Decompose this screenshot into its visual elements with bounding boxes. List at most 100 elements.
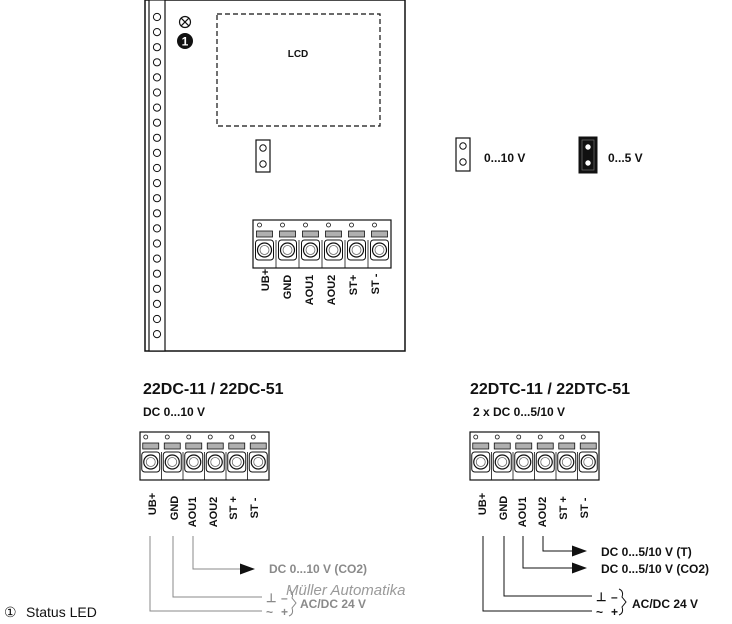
terminal-screw — [186, 454, 202, 470]
edge-hole — [152, 209, 162, 218]
terminal-screw — [325, 242, 342, 258]
terminal-release-bar — [249, 442, 267, 450]
left-minus-sign: – — [281, 591, 288, 605]
edge-hole — [152, 239, 162, 248]
watermark: Müller Automatika — [286, 582, 406, 599]
board-terminal-label: GND — [282, 275, 294, 300]
led-number-text: 1 — [182, 35, 189, 49]
terminal-release-bar — [206, 442, 224, 450]
right-supply-label: AC/DC 24 V — [632, 597, 698, 611]
left-diagram-title: 22DC-11 / 22DC-51 — [143, 381, 284, 398]
left-ac-symbol: ~ — [266, 605, 273, 619]
terminal-release-hole — [229, 434, 235, 440]
right-wiring-diagram: 22DTC-11 / 22DTC-51 2 x DC 0...5/10 V UB… — [469, 381, 709, 619]
terminal-release-hole — [143, 434, 149, 440]
terminal-screw-inner — [145, 457, 156, 467]
edge-hole — [152, 73, 162, 82]
edge-hole — [152, 27, 162, 37]
terminal-screw-inner — [210, 457, 221, 467]
terminal-screw-inner — [374, 245, 385, 255]
edge-hole — [152, 314, 162, 324]
left-terminal-label: AOU2 — [208, 497, 220, 528]
terminal-release-hole — [164, 434, 170, 440]
right-terminal-label: UB+ — [477, 493, 489, 515]
terminal-release-bar — [142, 442, 160, 450]
terminal-release-hole — [250, 434, 256, 440]
right-ac-symbol: ~ — [596, 605, 603, 619]
terminal-screw-inner — [259, 245, 270, 255]
terminal-screw — [143, 454, 159, 470]
terminal-release-hole — [537, 434, 543, 440]
left-supply-brace — [288, 589, 297, 617]
edge-hole — [152, 254, 162, 263]
edge-hole — [152, 299, 162, 308]
terminal-screw-inner — [540, 457, 551, 467]
edge-hole — [152, 194, 162, 203]
left-output-wire — [192, 536, 240, 570]
terminal-screw — [302, 242, 319, 258]
right-terminal-block — [469, 431, 600, 481]
terminal-screw — [473, 454, 489, 470]
left-supply-wires — [149, 536, 262, 612]
status-led-icon — [178, 15, 192, 29]
left-terminal-label: GND — [169, 496, 181, 521]
board-terminal-label: ST - — [370, 273, 382, 294]
left-terminal-block — [139, 431, 270, 481]
lcd-area — [216, 13, 381, 127]
terminal-release-bar — [472, 442, 490, 450]
terminal-screw-inner — [253, 457, 264, 467]
legend-marker: ① — [4, 604, 17, 620]
left-wiring-diagram: 22DC-11 / 22DC-51 DC 0...10 V UB+ GND AO… — [139, 381, 367, 619]
terminal-screw-inner — [561, 457, 572, 467]
terminal-release-hole — [349, 222, 354, 228]
right-output-wires — [522, 536, 572, 569]
right-terminal-label: AOU1 — [517, 497, 529, 528]
terminal-release-bar — [558, 442, 576, 450]
terminal-release-bar — [256, 230, 273, 238]
terminal-release-hole — [372, 222, 377, 228]
left-output-label: DC 0...10 V (CO2) — [269, 562, 367, 576]
terminal-screw-inner — [328, 245, 339, 255]
terminal-screw — [537, 454, 553, 470]
terminal-screw — [164, 454, 180, 470]
terminal-screw-inner — [282, 245, 293, 255]
edge-hole — [152, 58, 162, 67]
right-supply-wires — [482, 536, 592, 612]
terminal-release-hole — [473, 434, 479, 440]
terminal-screw — [494, 454, 510, 470]
edge-hole — [152, 284, 162, 293]
right-output-arrow-icon — [572, 545, 587, 557]
right-output-arrow-icon — [572, 562, 587, 574]
edge-hole — [152, 88, 162, 97]
terminal-release-bar — [228, 442, 246, 450]
terminal-screw — [279, 242, 296, 258]
terminal-screw — [580, 454, 596, 470]
right-terminal-label: AOU2 — [537, 497, 549, 528]
terminal-screw — [250, 454, 266, 470]
terminal-release-bar — [371, 230, 388, 238]
left-terminal-label: UB+ — [147, 493, 159, 515]
left-terminal-label: AOU1 — [187, 497, 199, 528]
board-terminal-label: AOU1 — [304, 275, 316, 306]
edge-hole — [152, 163, 162, 173]
terminal-screw-inner — [188, 457, 199, 467]
terminal-release-bar — [302, 230, 319, 238]
terminal-screw — [256, 242, 273, 258]
right-terminal-label: ST - — [579, 497, 591, 518]
terminal-release-hole — [303, 222, 308, 228]
jumper-open-legend: 0...10 V — [455, 137, 525, 172]
terminal-release-bar — [325, 230, 342, 238]
edge-hole — [152, 103, 162, 112]
terminal-screw-inner — [497, 457, 508, 467]
terminal-release-hole — [186, 434, 192, 440]
terminal-release-bar — [348, 230, 365, 238]
terminal-release-hole — [326, 222, 331, 228]
right-output-label-1: DC 0...5/10 V (T) — [601, 545, 692, 559]
left-supply-label: AC/DC 24 V — [300, 597, 366, 611]
terminal-screw-inner — [351, 245, 362, 255]
terminal-release-bar — [493, 442, 511, 450]
board-terminal-label: ST+ — [348, 275, 360, 295]
terminal-release-bar — [185, 442, 203, 450]
